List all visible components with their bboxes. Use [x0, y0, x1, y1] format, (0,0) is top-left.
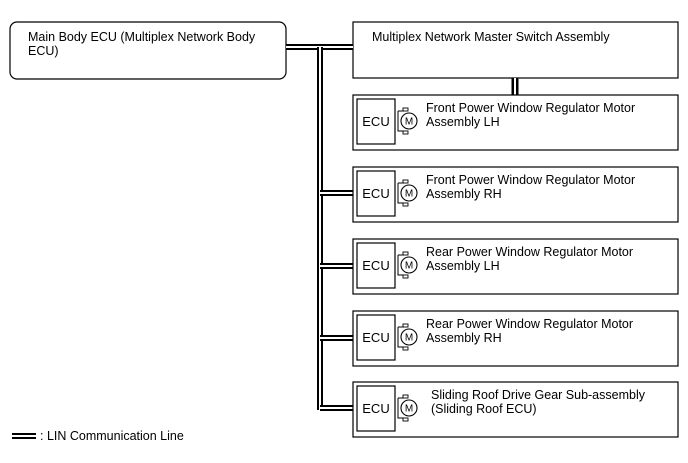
motor-label-sliding-roof: M	[405, 404, 413, 415]
unit-rear-rh: ECU M Rear Power Window Regulator MotorAss…	[352, 310, 679, 367]
ecu-label-rear-rh: ECU	[362, 330, 389, 345]
ecu-label-rear-lh: ECU	[362, 258, 389, 273]
motor-terminal-top-front-lh	[402, 107, 409, 112]
ecu-label-front-rh: ECU	[362, 186, 389, 201]
motor-terminal-top-rear-rh	[402, 323, 409, 328]
motor-label-rear-rh: M	[405, 333, 413, 344]
unit-label-line1-rear-rh: Rear Power Window Regulator Motor	[426, 317, 633, 331]
ecu-label-sliding-roof: ECU	[362, 401, 389, 416]
ecu-box-front-rh	[356, 170, 396, 217]
unit-front-rh: ECU M Front Power Window Regulator MotorAs…	[352, 166, 679, 223]
ecu-box-sliding-roof	[356, 385, 396, 432]
unit-sliding-roof: ECU M Sliding Roof Drive Gear Sub-assembly…	[352, 381, 679, 438]
unit-front-lh: ECU M Front Power Window Regulator MotorAs…	[352, 94, 679, 151]
unit-label-line2-rear-lh: Assembly LH	[426, 259, 500, 273]
motor-icon-rear-rh	[400, 328, 418, 346]
unit-label-line1-sliding-roof: Sliding Roof Drive Gear Sub-assembly	[431, 388, 646, 402]
main-body-ecu-label-line1: Main Body ECU (Multiplex Network Body	[28, 30, 256, 44]
ecu-label-front-lh: ECU	[362, 114, 389, 129]
motor-icon-rear-lh	[400, 256, 418, 274]
motor-label-rear-lh: M	[405, 261, 413, 272]
motor-terminal-bottom-front-lh	[402, 130, 409, 135]
unit-label-line2-rear-rh: Assembly RH	[426, 331, 502, 345]
unit-label-line1-front-rh: Front Power Window Regulator Motor	[426, 173, 635, 187]
ecu-box-rear-rh	[356, 314, 396, 361]
motor-label-front-lh: M	[405, 117, 413, 128]
unit-label-line2-front-lh: Assembly LH	[426, 115, 500, 129]
motor-terminal-bottom-rear-lh	[402, 274, 409, 279]
motor-icon-sliding-roof	[400, 399, 418, 417]
motor-label-front-rh: M	[405, 189, 413, 200]
master-switch-label: Multiplex Network Master Switch Assembly	[372, 30, 610, 44]
master-switch-box: Multiplex Network Master Switch Assembly	[352, 21, 679, 79]
motor-icon-front-rh	[400, 184, 418, 202]
unit-label-line2-sliding-roof: (Sliding Roof ECU)	[431, 402, 537, 416]
unit-label-line2-front-rh: Assembly RH	[426, 187, 502, 201]
ecu-box-front-lh	[356, 98, 396, 145]
motor-terminal-top-front-rh	[402, 179, 409, 184]
unit-label-line1-rear-lh: Rear Power Window Regulator Motor	[426, 245, 633, 259]
motor-terminal-top-sliding-roof	[402, 394, 409, 399]
motor-terminal-bottom-front-rh	[402, 202, 409, 207]
lin-lines	[286, 44, 519, 411]
legend: : LIN Communication Line	[12, 429, 184, 443]
motor-icon-front-lh	[400, 112, 418, 130]
ecu-box-rear-lh	[356, 242, 396, 289]
motor-terminal-bottom-sliding-roof	[402, 417, 409, 422]
unit-label-line1-front-lh: Front Power Window Regulator Motor	[426, 101, 635, 115]
legend-label: : LIN Communication Line	[40, 429, 184, 443]
motor-terminal-bottom-rear-rh	[402, 346, 409, 351]
unit-rear-lh: ECU M Rear Power Window Regulator MotorAss…	[352, 238, 679, 295]
main-body-ecu-label-line2: ECU)	[28, 44, 59, 58]
motor-terminal-top-rear-lh	[402, 251, 409, 256]
main-body-ecu-box: Main Body ECU (Multiplex Network Body EC…	[9, 21, 287, 80]
